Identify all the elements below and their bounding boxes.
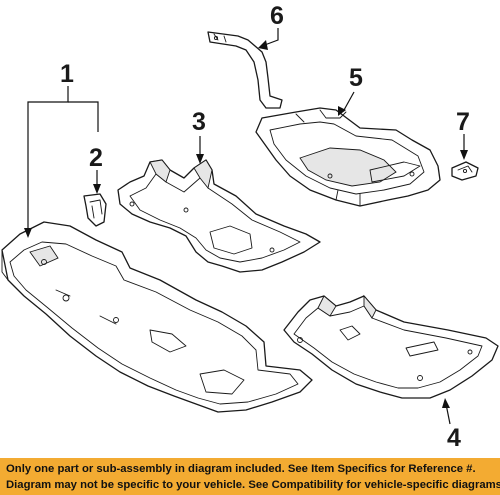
part-4-lower-shield <box>283 294 499 399</box>
leader-line-7 <box>460 134 468 160</box>
part-2-clip <box>83 193 107 227</box>
callout-7: 7 <box>456 108 470 136</box>
disclaimer-line-2: Diagram may not be specific to your vehi… <box>6 479 500 491</box>
leader-line-4 <box>442 398 451 425</box>
leader-line-1 <box>24 86 99 238</box>
callout-5: 5 <box>349 64 363 92</box>
disclaimer-line-1: Only one part or sub-assembly in diagram… <box>6 463 476 475</box>
callout-3: 3 <box>192 108 206 136</box>
leader-line-2 <box>93 170 101 194</box>
part-3-engine-shield <box>117 159 321 273</box>
part-6-bracket <box>207 31 283 109</box>
part-1-front-shield <box>1 221 313 413</box>
part-5-splash-shield <box>255 107 441 207</box>
part-7-clip <box>451 161 479 181</box>
parts-diagram <box>1 28 499 425</box>
leader-line-3 <box>196 136 204 164</box>
leader-line-6 <box>258 28 279 50</box>
callout-2: 2 <box>89 144 103 172</box>
callout-6: 6 <box>270 2 284 30</box>
callout-1: 1 <box>60 60 74 88</box>
disclaimer-banner: Only one part or sub-assembly in diagram… <box>0 458 500 495</box>
callout-4: 4 <box>447 424 461 452</box>
leader-line-5 <box>338 91 355 116</box>
